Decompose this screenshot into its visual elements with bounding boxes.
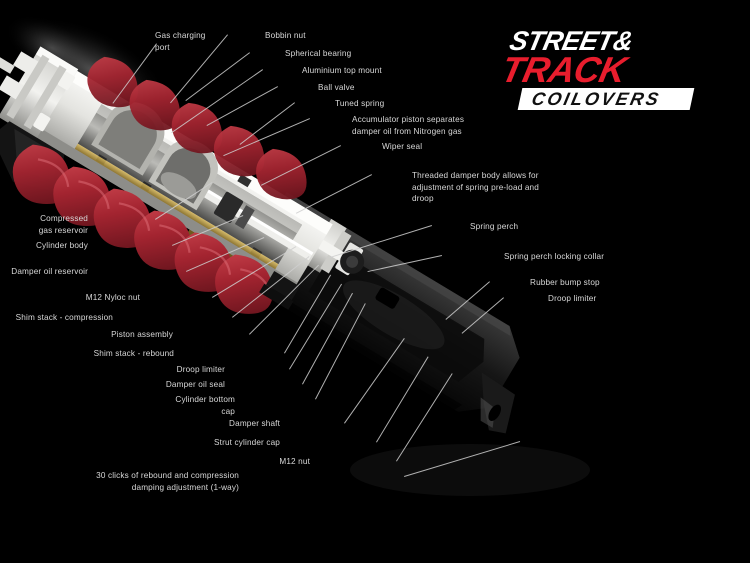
label-damper-shaft: Damper shaft: [229, 419, 280, 428]
label-cylinder-bottom-cap: Cylinder bottom cap: [175, 395, 235, 416]
label-piston-assembly: Piston assembly: [111, 330, 173, 339]
label-damper-oil-reservoir: Damper oil reservoir: [11, 267, 88, 276]
label-m12-nut: M12 nut: [279, 457, 310, 466]
label-thirty-clicks-adjustment: 30 clicks of rebound and compression dam…: [96, 471, 239, 492]
logo-track-text: TRACK: [497, 49, 630, 90]
brand-logo: STREET& TRACK COILOVERS: [498, 26, 698, 114]
label-m12-nyloc-nut: M12 Nyloc nut: [85, 293, 140, 302]
label-spring-perch-locking-collar: Spring perch locking collar: [504, 252, 605, 261]
label-shim-stack-rebound: Shim stack - rebound: [93, 349, 174, 358]
label-cylinder-body: Cylinder body: [35, 241, 88, 250]
label-ball-valve: Ball valve: [318, 83, 355, 92]
label-compressed-gas-reservoir: Compressed gas reservoir: [38, 214, 88, 235]
label-droop-limiter-left: Droop limiter: [176, 365, 225, 374]
label-rubber-bump-stop: Rubber bump stop: [530, 278, 600, 287]
label-wiper-seal: Wiper seal: [382, 142, 423, 151]
label-droop-limiter-right: Droop limiter: [548, 294, 597, 303]
label-bobbin-nut: Bobbin nut: [265, 31, 306, 40]
logo-coilovers-text: COILOVERS: [529, 89, 663, 109]
label-aluminium-top-mount: Aluminium top mount: [302, 66, 382, 75]
label-gas-charging-port: Gas charging port: [155, 31, 206, 52]
label-spherical-bearing: Spherical bearing: [285, 49, 352, 58]
label-damper-oil-seal: Damper oil seal: [165, 380, 225, 389]
label-strut-cylinder-cap: Strut cylinder cap: [214, 438, 280, 447]
label-accumulator-piston: Accumulator piston separates damper oil …: [352, 115, 465, 136]
strut-cylinder-cap: [304, 218, 365, 276]
label-tuned-spring: Tuned spring: [335, 99, 385, 108]
label-spring-perch: Spring perch: [470, 222, 519, 231]
label-shim-stack-compression: Shim stack - compression: [15, 313, 113, 322]
label-threaded-damper-body: Threaded damper body allows for adjustme…: [412, 171, 539, 203]
